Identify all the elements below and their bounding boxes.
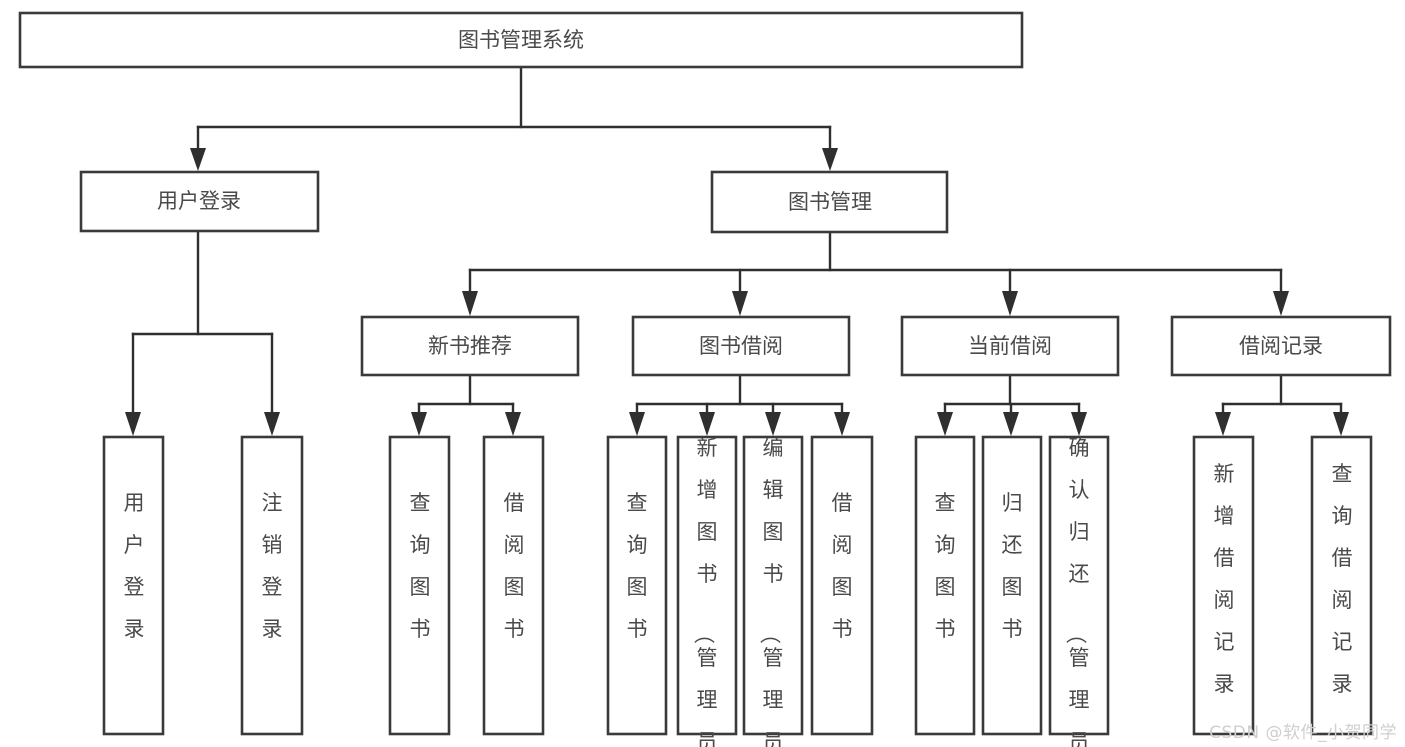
node-leaf-logout-login-box[interactable] — [240, 435, 304, 736]
node-root[interactable]: 图书管理系统 — [18, 11, 1024, 69]
node-leaf-borrow-book-2-label: 借阅图书 — [832, 491, 853, 641]
node-leaf-user-login-label: 用户登录 — [124, 491, 145, 641]
node-borrow-record[interactable]: 借阅记录 — [1170, 315, 1392, 377]
node-new-book-recommend-box[interactable] — [360, 315, 580, 377]
arrow-to-current-borrow — [1002, 291, 1018, 316]
node-leaf-query-book-2[interactable]: 查询图书 — [606, 435, 668, 736]
node-current-borrow-box[interactable] — [900, 315, 1120, 377]
arrow-to-leaf-query-book-3 — [937, 412, 953, 436]
arrow-to-leaf-return-book — [1003, 412, 1019, 436]
arrow-to-leaf-add-book — [699, 412, 715, 436]
arrow-to-leaf-query-record — [1333, 412, 1349, 436]
node-leaf-confirm-return-label: 确认归还（管理员） — [1064, 436, 1090, 747]
arrow-to-user-login — [190, 148, 206, 171]
node-new-book-recommend-label: 新书推荐 — [428, 334, 512, 358]
node-leaf-add-record-label: 新增借阅记录 — [1214, 462, 1235, 696]
arrow-to-leaf-borrow-book-1 — [505, 412, 521, 436]
arrow-to-book-management — [822, 148, 838, 171]
node-book-borrow-label: 图书借阅 — [699, 334, 783, 358]
node-leaf-add-book[interactable]: 新增图书（管理员） — [676, 435, 738, 747]
arrow-to-leaf-user-login — [125, 412, 141, 436]
arrow-to-leaf-query-book-2 — [629, 412, 645, 436]
node-leaf-query-book-1[interactable]: 查询图书 — [388, 435, 451, 736]
node-book-borrow-box[interactable] — [631, 315, 851, 377]
node-leaf-confirm-return[interactable]: 确认归还（管理员） — [1048, 435, 1110, 747]
node-leaf-query-book-3-box[interactable] — [914, 435, 976, 736]
node-book-management-box[interactable] — [710, 170, 949, 234]
node-leaf-return-book[interactable]: 归还图书 — [981, 435, 1043, 736]
node-leaf-query-book-1-box[interactable] — [388, 435, 451, 736]
node-book-management[interactable]: 图书管理 — [710, 170, 949, 234]
csdn-watermark: CSDN @软件_小贺同学 — [1209, 723, 1397, 743]
arrow-to-leaf-logout-login — [264, 412, 280, 436]
node-leaf-add-book-label: 新增图书（管理员） — [692, 436, 718, 747]
node-leaf-add-record-box[interactable] — [1192, 435, 1255, 736]
node-leaf-return-book-box[interactable] — [981, 435, 1043, 736]
node-borrow-record-box[interactable] — [1170, 315, 1392, 377]
node-leaf-logout-login[interactable]: 注销登录 — [240, 435, 304, 736]
node-current-borrow-label: 当前借阅 — [968, 334, 1052, 358]
node-leaf-query-book-3-label: 查询图书 — [935, 491, 956, 641]
node-leaf-user-login[interactable]: 用户登录 — [102, 435, 165, 736]
node-leaf-query-book-1-label: 查询图书 — [410, 491, 431, 641]
arrow-to-book-borrow — [732, 291, 748, 316]
node-leaf-borrow-book-1-label: 借阅图书 — [504, 491, 525, 641]
node-leaf-return-book-label: 归还图书 — [1002, 491, 1023, 641]
node-leaf-query-record-box[interactable] — [1310, 435, 1373, 736]
node-user-login-label: 用户登录 — [157, 189, 241, 213]
node-current-borrow[interactable]: 当前借阅 — [900, 315, 1120, 377]
node-leaf-query-record-label: 查询借阅记录 — [1332, 462, 1353, 696]
arrow-to-borrow-record — [1273, 291, 1289, 316]
node-leaf-borrow-book-1[interactable]: 借阅图书 — [482, 435, 545, 736]
node-borrow-record-label: 借阅记录 — [1239, 334, 1323, 358]
arrow-to-new-book-recommend — [462, 291, 478, 316]
node-user-login[interactable]: 用户登录 — [79, 170, 320, 233]
node-leaf-add-book-box[interactable] — [676, 435, 738, 736]
connector-layer — [125, 65, 1349, 436]
node-leaf-borrow-book-1-box[interactable] — [482, 435, 545, 736]
node-new-book-recommend[interactable]: 新书推荐 — [360, 315, 580, 377]
arrow-to-leaf-borrow-book-2 — [834, 412, 850, 436]
node-leaf-confirm-return-box[interactable] — [1048, 435, 1110, 736]
node-root-label: 图书管理系统 — [458, 28, 584, 52]
node-leaf-edit-book-label: 编辑图书（管理员） — [758, 436, 784, 747]
node-book-borrow[interactable]: 图书借阅 — [631, 315, 851, 377]
node-leaf-borrow-book-2[interactable]: 借阅图书 — [810, 435, 874, 736]
arrow-to-leaf-confirm-return — [1071, 412, 1087, 436]
arrow-to-leaf-edit-book — [765, 412, 781, 436]
node-leaf-borrow-book-2-box[interactable] — [810, 435, 874, 736]
node-leaf-query-book-2-label: 查询图书 — [627, 491, 648, 641]
arrow-to-leaf-add-record — [1215, 412, 1231, 436]
node-leaf-edit-book[interactable]: 编辑图书（管理员） — [742, 435, 804, 747]
node-leaf-add-record[interactable]: 新增借阅记录 — [1192, 435, 1255, 736]
node-book-management-label: 图书管理 — [788, 190, 872, 214]
node-user-login-box[interactable] — [79, 170, 320, 233]
arrow-to-leaf-query-book-1 — [411, 412, 427, 436]
node-root-box[interactable] — [18, 11, 1024, 69]
node-leaf-edit-book-box[interactable] — [742, 435, 804, 736]
node-leaf-user-login-box[interactable] — [102, 435, 165, 736]
node-leaf-logout-login-label: 注销登录 — [262, 491, 283, 641]
node-leaf-query-book-2-box[interactable] — [606, 435, 668, 736]
node-leaf-query-record[interactable]: 查询借阅记录 — [1310, 435, 1373, 736]
node-leaf-query-book-3[interactable]: 查询图书 — [914, 435, 976, 736]
